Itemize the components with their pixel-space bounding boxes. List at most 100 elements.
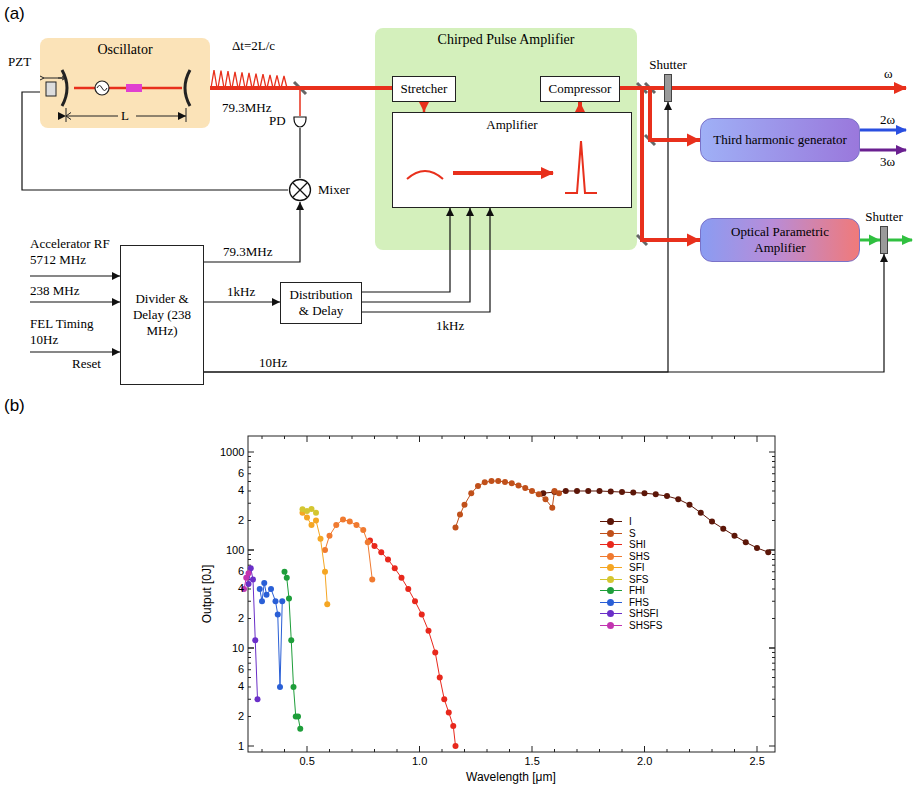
tick-label: 4 xyxy=(238,680,244,693)
data-series xyxy=(246,570,252,576)
axis-ticks xyxy=(772,559,775,560)
data-series xyxy=(437,675,443,681)
data-series xyxy=(322,569,328,575)
axis-ticks xyxy=(262,749,263,752)
axis-ticks xyxy=(772,461,775,462)
tick-label: 1 xyxy=(238,740,244,753)
data-series xyxy=(378,549,384,555)
axis-ticks xyxy=(374,436,375,439)
legend-text: I xyxy=(629,516,632,527)
data-series xyxy=(246,581,252,587)
axis-ticks xyxy=(329,436,330,439)
axis-ticks xyxy=(772,716,775,717)
legend-text: SFI xyxy=(629,562,645,573)
data-series xyxy=(360,527,366,533)
legend-swatch xyxy=(607,610,614,617)
axis-ticks xyxy=(772,565,775,566)
data-series xyxy=(340,516,346,522)
axis-ticks xyxy=(248,677,251,678)
axis-ticks xyxy=(248,657,251,658)
data-series xyxy=(456,481,560,527)
axis-ticks xyxy=(248,559,251,560)
data-series xyxy=(453,478,563,530)
data-series xyxy=(642,490,648,496)
data-series xyxy=(457,512,463,518)
legend-row: I xyxy=(600,516,632,527)
data-series xyxy=(365,539,371,545)
data-series xyxy=(450,723,456,729)
axis-ticks xyxy=(772,571,775,572)
data-series xyxy=(419,611,425,617)
connector xyxy=(204,301,280,302)
band-fills xyxy=(40,28,637,250)
connector xyxy=(204,102,668,372)
data-series xyxy=(412,598,418,604)
data-series xyxy=(273,598,279,604)
pulse-train xyxy=(246,73,252,88)
axis-ticks xyxy=(509,436,510,439)
axis-ticks xyxy=(248,588,251,589)
axis-ticks xyxy=(248,550,254,551)
data-series xyxy=(309,522,315,528)
data-series xyxy=(441,696,447,702)
legend-row: SHSFS xyxy=(600,620,662,631)
data-series xyxy=(446,709,452,715)
axis-ticks xyxy=(248,436,775,752)
tick-label: 0.5 xyxy=(300,755,315,768)
text-label: ω xyxy=(884,66,893,82)
input-arrows xyxy=(30,301,120,302)
tick-label: 2 xyxy=(238,612,244,625)
data-series xyxy=(246,565,261,702)
data-series xyxy=(462,502,468,508)
axis-ticks xyxy=(487,749,488,752)
data-series xyxy=(252,637,258,643)
data-series xyxy=(495,478,501,484)
node-text: Chirped Pulse Amplifier xyxy=(375,31,637,48)
connector xyxy=(362,208,490,312)
data-series xyxy=(468,490,474,496)
axis-ticks xyxy=(772,601,775,602)
axis-ticks xyxy=(248,481,251,482)
axis-ticks xyxy=(284,749,285,752)
legend-row: SFS xyxy=(600,574,648,585)
data-series xyxy=(597,488,603,494)
connector xyxy=(204,254,884,372)
legend-swatch xyxy=(607,576,614,583)
axis-ticks xyxy=(329,749,330,752)
tick-label: 6 xyxy=(238,467,244,480)
text-label: L xyxy=(121,108,129,124)
axis-ticks xyxy=(307,436,308,442)
tick-label: 6 xyxy=(238,663,244,676)
legend-sample xyxy=(600,529,622,538)
pulse-train xyxy=(260,74,266,88)
oscillator-cavity xyxy=(66,116,118,117)
axis-ticks xyxy=(248,618,251,619)
axis-ticks xyxy=(772,503,775,504)
data-series xyxy=(743,539,749,545)
legend-swatch xyxy=(607,622,614,629)
axis-ticks xyxy=(644,436,645,442)
connector xyxy=(362,208,470,302)
text-label: Reset xyxy=(72,356,101,372)
data-series xyxy=(300,506,320,516)
data-series xyxy=(482,479,488,485)
pulse-train xyxy=(253,74,259,88)
axis-ticks xyxy=(352,749,353,752)
axis-ticks xyxy=(772,481,775,482)
data-series xyxy=(399,575,405,581)
output-beams xyxy=(888,239,912,242)
data-series xyxy=(453,524,459,530)
legend-text: SHSFS xyxy=(629,620,662,631)
connector xyxy=(22,92,288,190)
oscillator-cavity xyxy=(185,70,190,106)
axis-ticks xyxy=(769,746,775,747)
axis-ticks xyxy=(772,490,775,491)
connector xyxy=(423,102,426,112)
data-series xyxy=(426,628,432,634)
legend-row: SFI xyxy=(600,562,645,573)
axis-ticks xyxy=(419,746,420,752)
data-series xyxy=(318,536,324,542)
text-label: PZT xyxy=(8,54,31,70)
axis-ticks xyxy=(644,746,645,752)
data-series xyxy=(765,549,771,555)
